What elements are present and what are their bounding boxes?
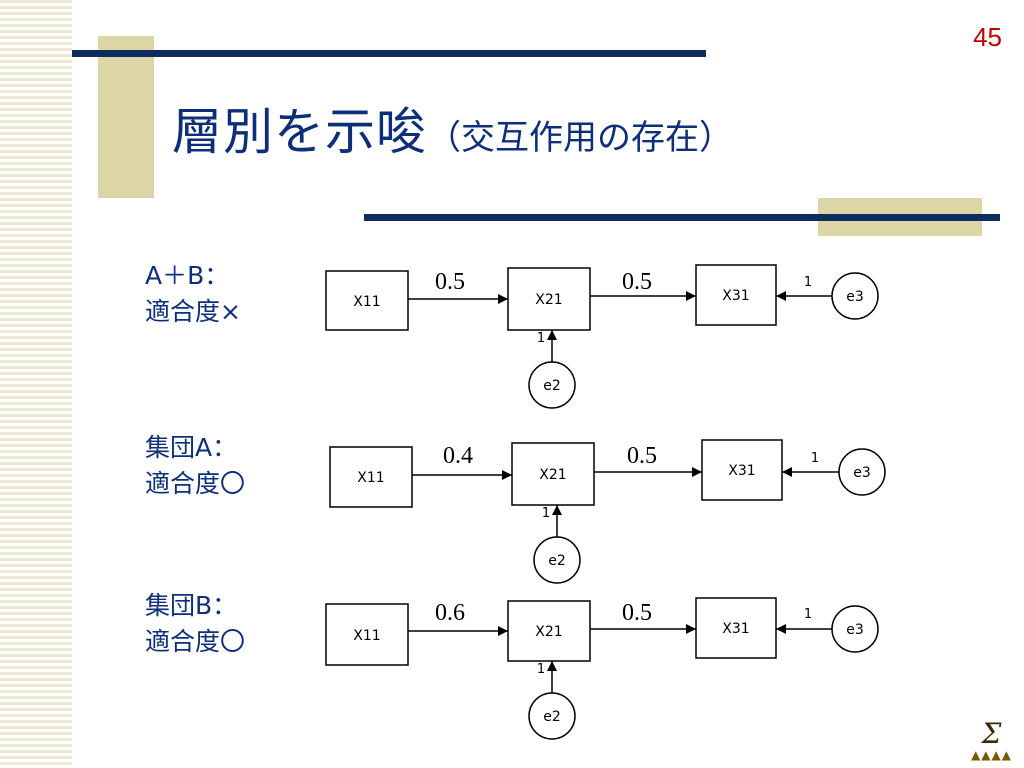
group-label: 集団A： — [145, 433, 238, 462]
sigma-symbol: Σ — [981, 717, 1002, 750]
row-label-2: 集団A： 適合度〇 — [145, 430, 245, 502]
fixed-path-e2: 1 — [537, 662, 545, 677]
node-x31 — [695, 264, 777, 326]
title-main: 層別を示唆 — [172, 103, 427, 161]
node-x11 — [325, 270, 409, 331]
node-x21 — [507, 600, 591, 662]
node-x11 — [325, 603, 409, 666]
coefficient-x21-x31: 0.5 — [627, 443, 657, 469]
fit-label: 適合度× — [145, 297, 241, 326]
coefficient-x11-x21: 0.6 — [435, 600, 465, 626]
fixed-path-e3: 1 — [811, 451, 819, 466]
error-node-e3-label: e3 — [846, 289, 864, 305]
fit-label: 適合度〇 — [145, 627, 246, 656]
path-diagram-row-2: X11 X21 X31 e2 e3 0.4 0.5 1 1 — [329, 439, 886, 584]
slide-title: 層別を示唆（交互作用の存在） — [172, 92, 733, 164]
path-diagram-row-1: X11 X21 X31 e2 e3 0.5 0.5 1 1 — [325, 264, 879, 409]
error-node-e2-label: e2 — [543, 709, 561, 725]
coefficient-x11-x21: 0.4 — [443, 443, 473, 469]
error-node-e3-label: e3 — [846, 622, 864, 638]
coefficient-x21-x31: 0.5 — [622, 600, 652, 626]
title-subtitle: （交互作用の存在） — [427, 118, 733, 158]
coefficient-x11-x21: 0.5 — [435, 269, 465, 295]
fixed-path-e3: 1 — [804, 607, 812, 622]
coefficient-x21-x31: 0.5 — [622, 269, 652, 295]
node-x31-label: X31 — [722, 288, 749, 304]
error-node-e2-label: e2 — [548, 553, 566, 569]
title-rule-top — [72, 50, 706, 57]
path-diagram-row-3: X11 X21 X31 e2 e3 0.6 0.5 1 1 — [325, 597, 879, 740]
row-label-3: 集団B： 適合度〇 — [145, 588, 245, 660]
fixed-path-e2: 1 — [537, 331, 545, 346]
node-x11-label: X11 — [353, 628, 380, 644]
node-x31 — [701, 439, 783, 501]
node-x21-label: X21 — [535, 292, 562, 308]
node-x11 — [329, 446, 413, 508]
logo-marks-icon: ▲▲▲▲ — [971, 748, 1012, 762]
fixed-path-e3: 1 — [804, 275, 812, 290]
group-label: 集団B： — [145, 591, 238, 620]
row-label-1: A＋B： 適合度× — [145, 258, 241, 330]
node-x31-label: X31 — [722, 621, 749, 637]
node-x21-label: X21 — [539, 467, 566, 483]
fixed-path-e2: 1 — [542, 506, 550, 521]
sigma-logo-icon: Σ ▲▲▲▲ — [971, 717, 1012, 763]
page-number: 45 — [973, 22, 1002, 52]
decorative-stripes — [0, 0, 72, 768]
title-rule-bottom — [364, 214, 1000, 221]
accent-block-top — [98, 36, 154, 198]
node-x31-label: X31 — [728, 463, 755, 479]
error-node-e3-label: e3 — [853, 465, 871, 481]
fit-label: 適合度〇 — [145, 469, 246, 498]
node-x11-label: X11 — [357, 470, 384, 486]
group-label: A＋B： — [145, 261, 230, 290]
node-x21-label: X21 — [535, 624, 562, 640]
error-node-e2-label: e2 — [543, 378, 561, 394]
node-x11-label: X11 — [353, 294, 380, 310]
